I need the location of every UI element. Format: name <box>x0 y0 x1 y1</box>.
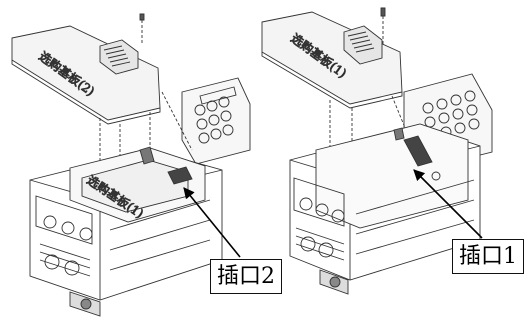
right-screw-icon <box>380 7 386 45</box>
left-body <box>29 146 223 317</box>
left-callout-arrow <box>183 187 241 258</box>
right-callout-arrow <box>413 169 483 239</box>
right-assembly: 选购基板(1) <box>261 7 493 295</box>
left-screw-icon <box>139 13 145 45</box>
right-board <box>261 11 403 109</box>
slot-2-callout: 插口2 <box>210 259 282 294</box>
right-body <box>289 123 481 295</box>
slot-1-callout: 插口1 <box>452 239 524 274</box>
left-keypad <box>181 77 251 165</box>
left-upper-board <box>11 25 161 125</box>
left-assembly: 选购基板(2) 选购基板(1) <box>11 13 251 317</box>
